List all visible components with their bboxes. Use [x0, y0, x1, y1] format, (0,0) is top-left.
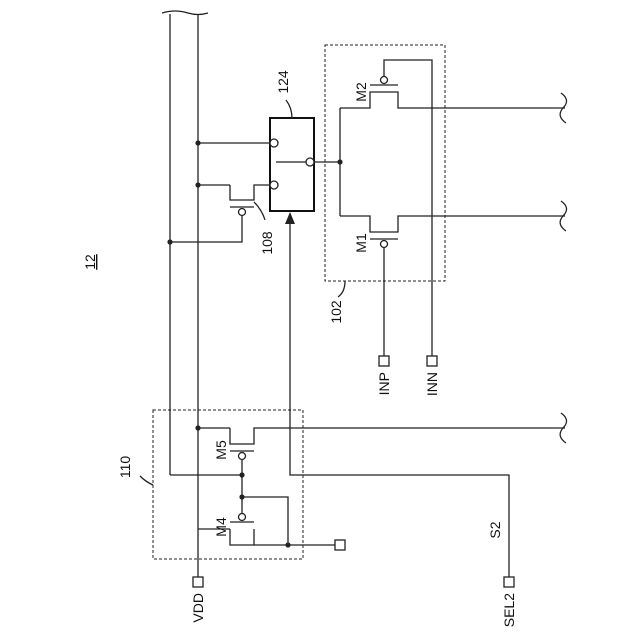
label-inn: INN — [424, 372, 440, 396]
label-124-leader — [286, 100, 292, 118]
pmos108-gate-bubble — [239, 209, 246, 216]
label-inp: INP — [376, 372, 392, 395]
label-110: 110 — [117, 456, 133, 479]
m4-feedback-line — [242, 497, 288, 545]
figure-number: 12 — [82, 254, 98, 270]
label-vdd: VDD — [190, 593, 206, 623]
m1-gate-bubble — [381, 241, 388, 248]
label-108-leader — [254, 202, 265, 220]
m2-gate-bubble — [381, 77, 388, 84]
m4-channel — [230, 529, 254, 545]
m5-gate-bubble — [239, 453, 246, 460]
switch-in1-terminal — [270, 139, 278, 147]
label-102-leader — [338, 281, 345, 297]
node-dot — [195, 425, 200, 430]
pmos108-gate-line — [170, 216, 242, 242]
switch-in2-terminal — [270, 181, 278, 189]
output-terminal — [335, 540, 345, 550]
label-m1: M1 — [353, 233, 369, 253]
label-110-leader — [140, 476, 153, 485]
m2-channel — [340, 92, 565, 108]
m4-gate-bubble — [239, 514, 246, 521]
m5-channel — [230, 428, 565, 444]
label-s2: S2 — [487, 521, 503, 538]
node-dot — [167, 239, 172, 244]
node-dot — [195, 140, 200, 145]
label-m2: M2 — [353, 82, 369, 102]
label-m5: M5 — [213, 440, 229, 460]
control-arrow-head — [285, 212, 295, 224]
m1-channel — [340, 216, 565, 232]
label-124: 124 — [275, 70, 291, 94]
m2-gate-line — [384, 60, 432, 356]
s2-control-line — [290, 222, 509, 580]
inn-terminal — [427, 356, 437, 366]
label-108: 108 — [259, 231, 275, 255]
label-m4: M4 — [213, 517, 229, 537]
rail-break-mark — [162, 11, 208, 15]
pmos108-channel — [230, 185, 270, 200]
label-sel2: SEL2 — [501, 593, 517, 627]
switch-out-terminal — [306, 158, 314, 166]
node-dot — [337, 159, 342, 164]
node-dot — [195, 182, 200, 187]
node-dot — [239, 472, 244, 477]
node-dot — [285, 542, 290, 547]
inp-terminal — [379, 356, 389, 366]
vdd-terminal — [193, 577, 203, 587]
label-102: 102 — [328, 300, 344, 324]
sel2-terminal — [504, 577, 514, 587]
